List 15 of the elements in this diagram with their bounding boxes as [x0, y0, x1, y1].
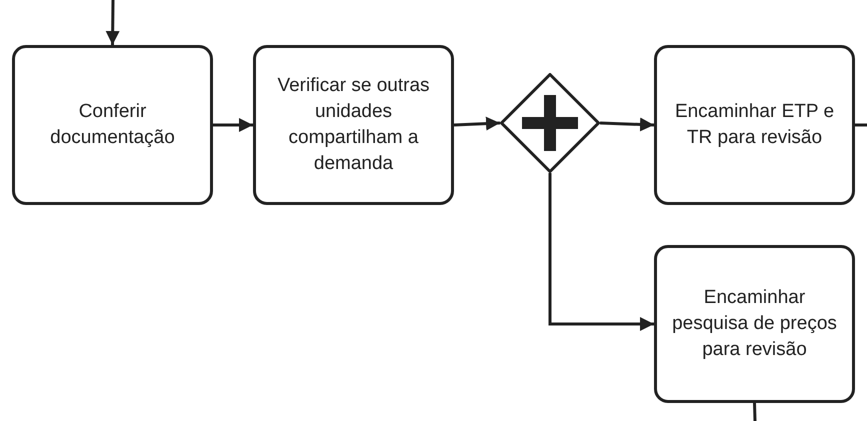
- arrow: [600, 117, 654, 132]
- box-label: Verificar se outras unidades compartilham a demanda: [276, 74, 431, 176]
- process-box: [12, 45, 213, 205]
- box-label: Encaminhar ETP e TR para revisão: [674, 100, 836, 150]
- box-label: Conferir documentação: [49, 100, 176, 150]
- connector-line: [753, 402, 756, 421]
- box-label: Encaminhar pesquisa de preços para revisão: [671, 286, 838, 362]
- connector-line: [855, 124, 867, 126]
- arrow: [106, 0, 120, 46]
- arrow: [548, 173, 654, 331]
- process-box: [654, 45, 855, 205]
- process-box: [654, 245, 855, 403]
- arrow: [454, 116, 500, 131]
- process-box: [253, 45, 454, 205]
- arrow: [213, 118, 253, 132]
